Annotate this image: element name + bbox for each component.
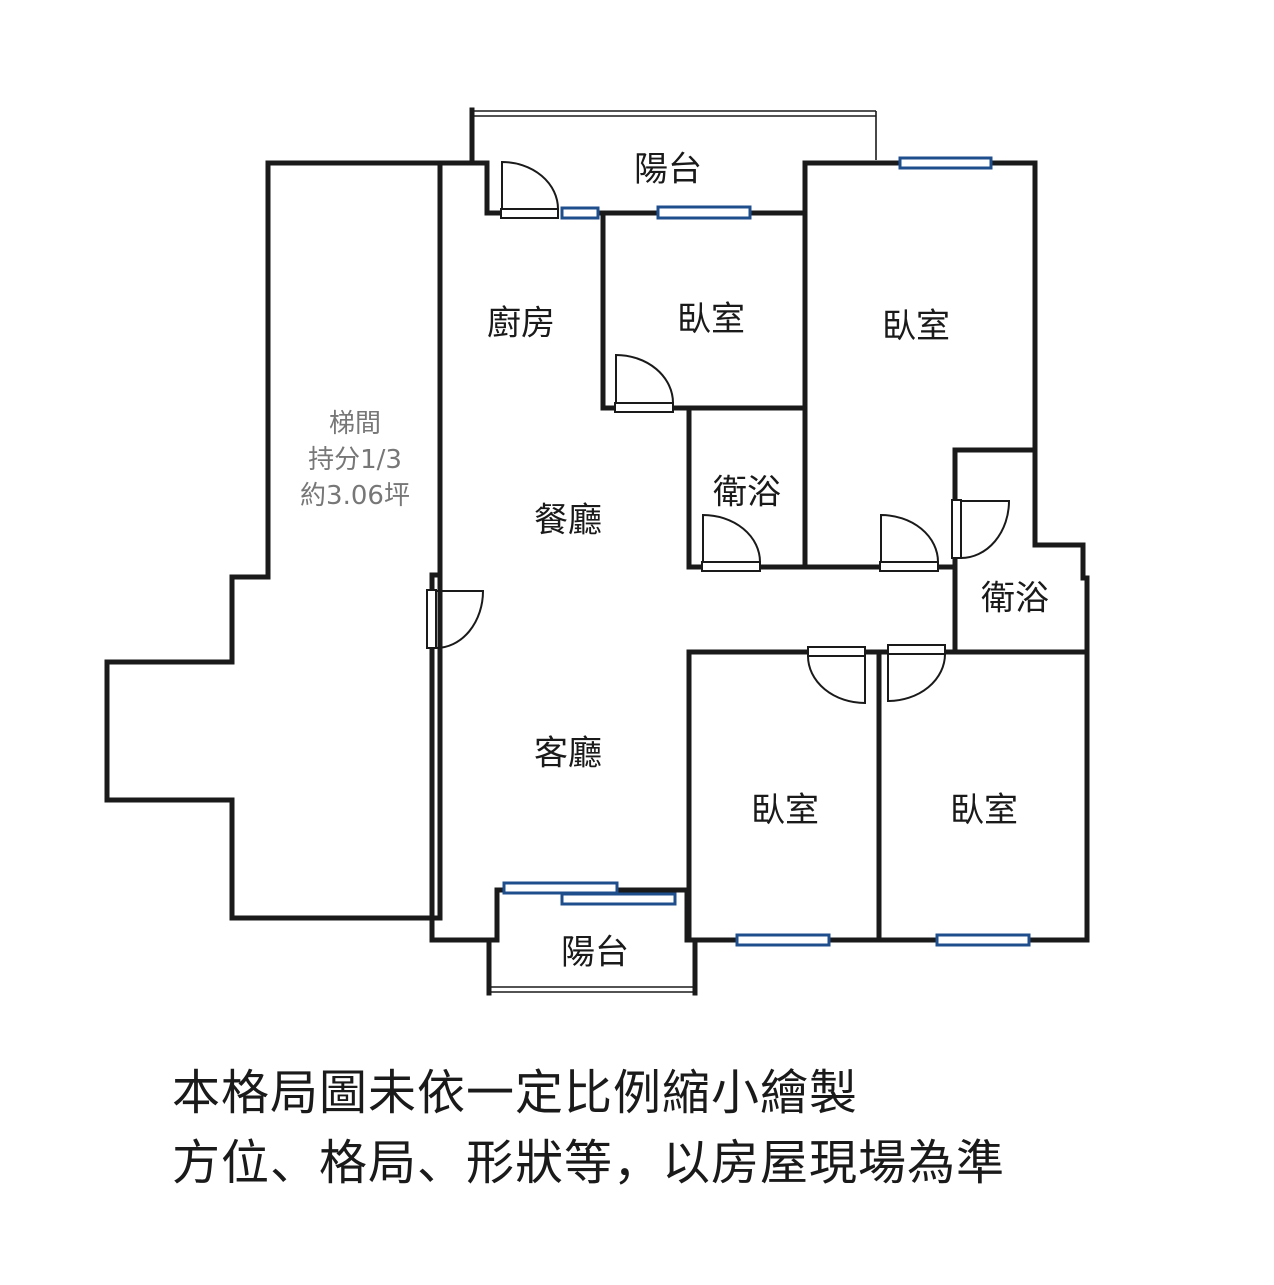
door-stairwell bbox=[426, 589, 485, 649]
room-label-dining: 餐廳 bbox=[534, 500, 602, 541]
disclaimer-line-1: 本格局圖未依一定比例縮小繪製 bbox=[172, 1065, 859, 1121]
disclaimer-line-2: 方位、格局、形狀等，以房屋現場為準 bbox=[172, 1135, 1006, 1191]
stairwell-name: 梯間 bbox=[328, 409, 381, 439]
windows bbox=[502, 156, 1031, 947]
door-bedroom-3 bbox=[807, 646, 866, 705]
door-bath-2 bbox=[951, 499, 1011, 559]
room-label-bath-2: 衛浴 bbox=[981, 578, 1049, 619]
stairwell-area: 約3.06坪 bbox=[300, 481, 410, 511]
stairwell-share: 持分1/3 bbox=[308, 445, 402, 475]
door-bedroom-1 bbox=[614, 353, 674, 413]
door-kitchen-balcony bbox=[500, 160, 559, 219]
stairwell-outline bbox=[104, 160, 443, 921]
window bbox=[656, 205, 752, 220]
door-bath-1 bbox=[701, 513, 761, 572]
window bbox=[898, 156, 993, 170]
window bbox=[502, 881, 619, 895]
room-label-bedroom-4: 臥室 bbox=[950, 790, 1018, 831]
bottom-balcony-walls bbox=[486, 937, 698, 996]
doors bbox=[426, 160, 1011, 705]
window bbox=[560, 206, 600, 220]
room-label-bedroom-2: 臥室 bbox=[882, 306, 950, 347]
room-label-bedroom-1: 臥室 bbox=[677, 299, 745, 340]
door-bedroom-4 bbox=[887, 644, 946, 703]
stairwell-label: 梯間 持分1/3 約3.06坪 bbox=[300, 406, 410, 514]
top-balcony-walls bbox=[469, 107, 877, 166]
room-label-living: 客廳 bbox=[534, 733, 602, 774]
door-bedroom-2 bbox=[879, 513, 939, 572]
window bbox=[735, 933, 831, 947]
room-label-balcony-bottom: 陽台 bbox=[561, 932, 629, 973]
window bbox=[560, 892, 677, 906]
window bbox=[935, 933, 1031, 947]
room-label-balcony-top: 陽台 bbox=[634, 149, 702, 190]
room-label-bedroom-3: 臥室 bbox=[751, 790, 819, 831]
room-label-kitchen: 廚房 bbox=[487, 303, 555, 344]
room-label-bath-1: 衛浴 bbox=[713, 472, 781, 513]
